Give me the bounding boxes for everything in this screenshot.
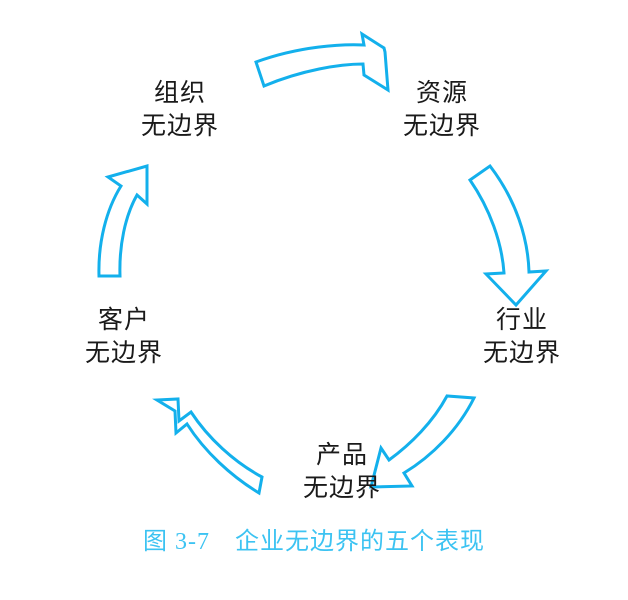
figure-caption: 图 3-7 企业无边界的五个表现: [143, 529, 485, 555]
arrow-product-to-customer: [152, 397, 264, 496]
node-industry-line1: 行业: [495, 307, 548, 334]
node-resource-line1: 资源: [415, 80, 468, 107]
node-customer-line2: 无边界: [84, 339, 163, 367]
arrow-resource-to-industry: [467, 163, 550, 308]
arrow-organization-to-resource: [254, 30, 390, 93]
arrow-customer-to-organization: [97, 164, 149, 278]
arrow-industry-to-product: [369, 394, 477, 489]
node-label-resource: 资源 无边界: [372, 78, 512, 143]
node-product-line1: 产品: [315, 442, 368, 469]
node-industry-line2: 无边界: [482, 339, 561, 367]
node-label-organization: 组织 无边界: [110, 78, 250, 143]
node-product-line2: 无边界: [302, 474, 381, 502]
node-organization-line2: 无边界: [140, 112, 219, 140]
node-customer-line1: 客户: [97, 307, 150, 334]
node-label-customer: 客户 无边界: [54, 305, 194, 370]
node-label-product: 产品 无边界: [272, 440, 412, 505]
node-organization-line1: 组织: [153, 80, 206, 107]
node-resource-line2: 无边界: [402, 112, 481, 140]
node-label-industry: 行业 无边界: [452, 305, 592, 370]
